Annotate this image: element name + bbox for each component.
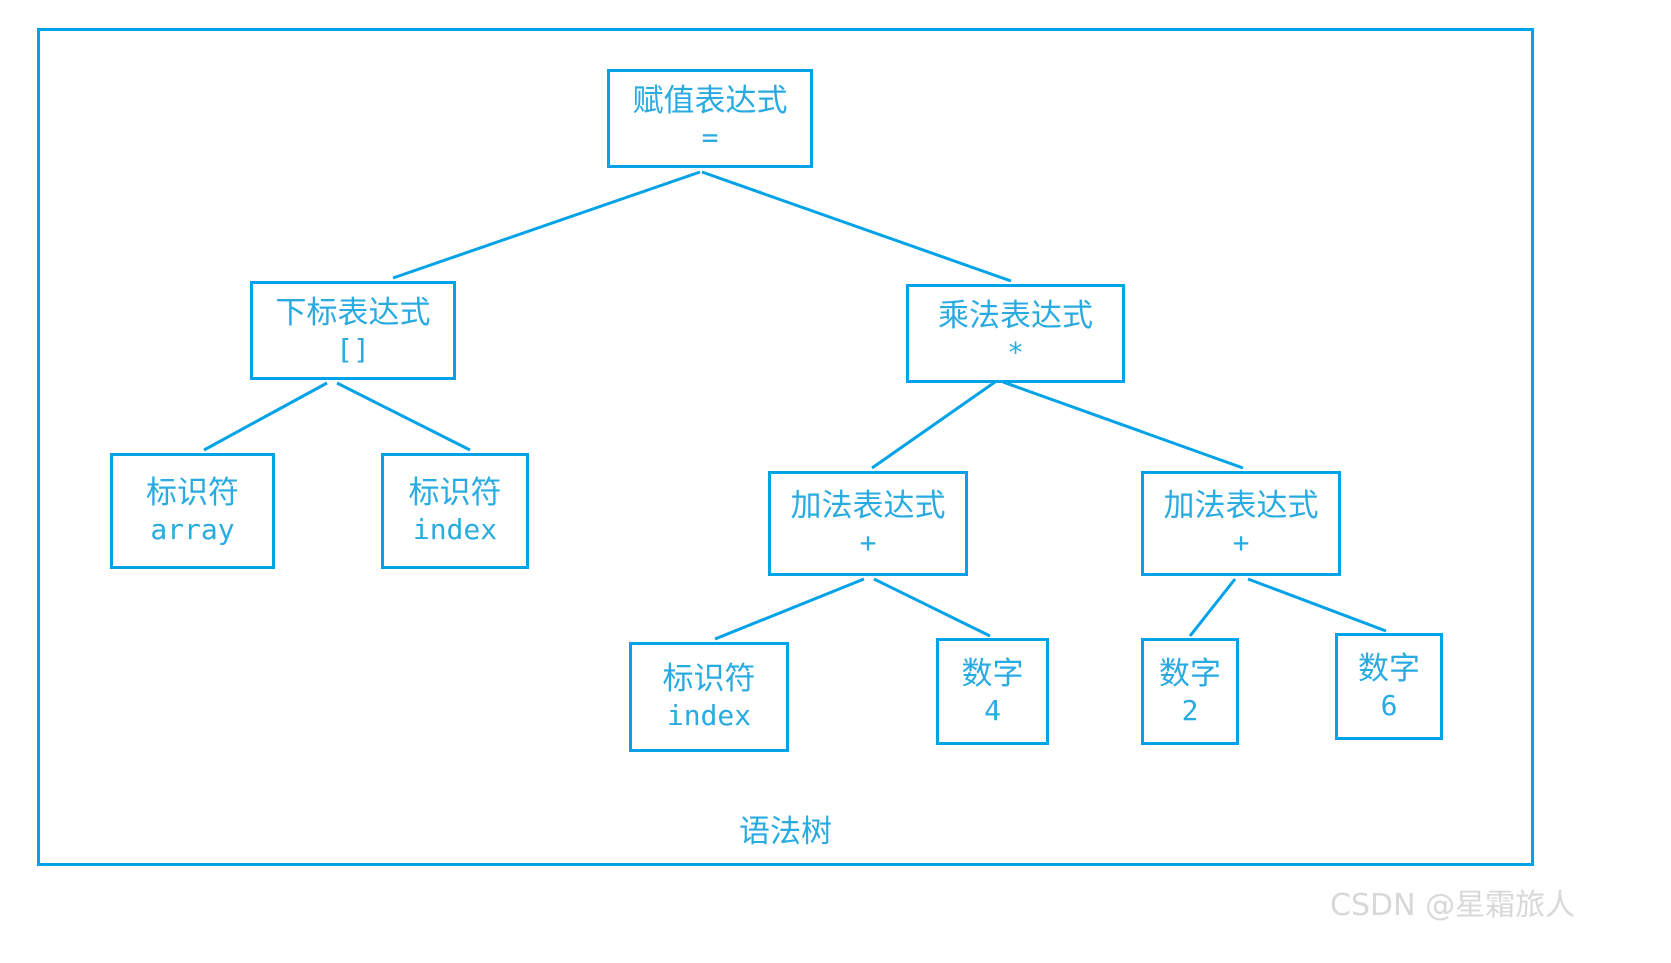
tree-node-value: index [412, 513, 498, 547]
figure-caption: 语法树 [739, 814, 832, 850]
tree-node-multiply: 乘法表达式* [906, 284, 1125, 383]
tree-node-value: index [666, 699, 752, 733]
tree-node-value: = [701, 120, 719, 154]
tree-node-value: 6 [1380, 688, 1398, 722]
tree-node-title: 数字 [961, 655, 1024, 692]
tree-node-add-left: 加法表达式+ [768, 471, 968, 576]
tree-node-value: array [150, 513, 235, 547]
tree-node-value: + [859, 525, 877, 559]
tree-node-value: 4 [984, 693, 1001, 727]
csdn-watermark: CSDN @星霜旅人 [1330, 888, 1576, 923]
tree-node-subscript: 下标表达式[] [250, 281, 456, 380]
tree-node-root: 赋值表达式= [607, 69, 813, 168]
tree-node-add-right: 加法表达式+ [1141, 471, 1341, 576]
tree-node-title: 数字 [1159, 655, 1221, 692]
tree-node-value: [] [336, 332, 370, 366]
tree-node-title: 数字 [1358, 650, 1420, 687]
tree-node-title: 标识符 [146, 475, 239, 512]
figure-border [37, 28, 1534, 866]
tree-node-value: * [1007, 335, 1024, 369]
tree-node-title: 标识符 [662, 661, 756, 698]
tree-node-title: 乘法表达式 [938, 297, 1093, 334]
tree-node-title: 加法表达式 [790, 487, 946, 524]
tree-node-value: 2 [1181, 693, 1199, 727]
tree-node-title: 赋值表达式 [632, 82, 788, 119]
tree-node-title: 标识符 [408, 475, 502, 512]
tree-node-title: 下标表达式 [275, 294, 431, 331]
tree-node-title: 加法表达式 [1163, 487, 1319, 524]
tree-node-value: + [1232, 525, 1250, 559]
